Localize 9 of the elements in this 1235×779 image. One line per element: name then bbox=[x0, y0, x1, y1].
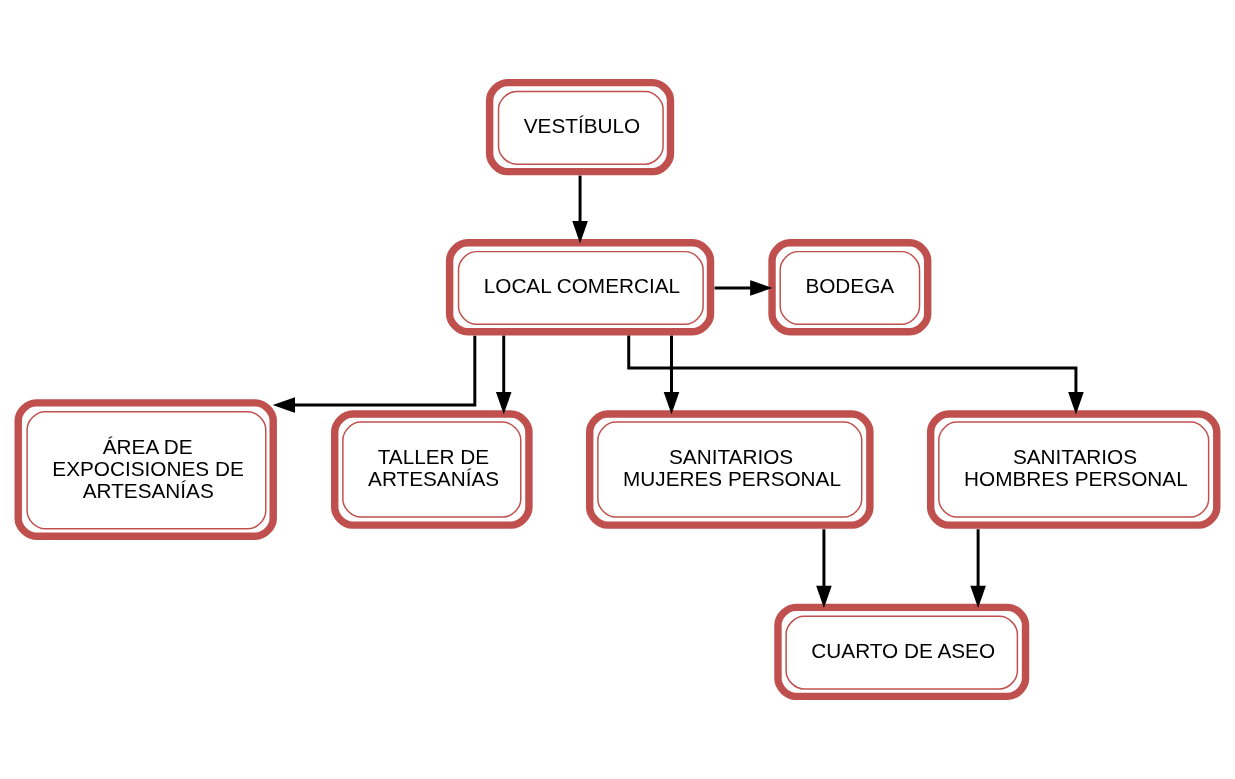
arrow bbox=[970, 529, 986, 609]
arrow bbox=[663, 335, 680, 415]
arrow bbox=[627, 335, 1084, 415]
arrow bbox=[495, 335, 512, 415]
arrow bbox=[572, 175, 588, 244]
node-box: VESTÍBULO bbox=[485, 78, 675, 176]
arrow bbox=[714, 280, 773, 296]
arrow bbox=[816, 529, 832, 609]
arrow bbox=[272, 335, 477, 413]
